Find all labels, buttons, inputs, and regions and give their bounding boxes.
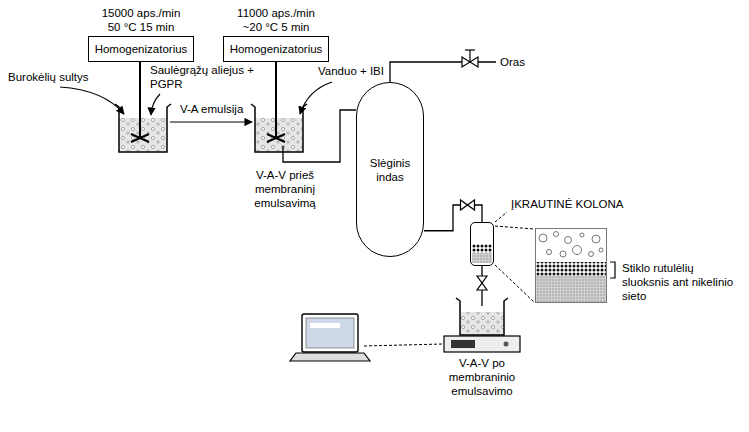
homogenizer-box: 11000 aps./min ~20 °C 5 minHomogenizator… <box>223 36 330 62</box>
transfer-arrow <box>170 121 252 122</box>
input-label: Vanduo + IBI <box>318 64 390 78</box>
collecting-beaker <box>456 298 508 335</box>
feed-arrow <box>60 87 124 114</box>
droplet <box>565 237 572 244</box>
laptop <box>290 314 370 361</box>
valve-symbol <box>477 276 487 290</box>
droplet <box>573 246 582 255</box>
bracket <box>610 262 615 278</box>
homogenizer-box: 15000 aps./min 50 °C 15 minHomogenizator… <box>88 36 195 62</box>
detail-label: Stiklo rutulėlių sluoksnis ant nikelinio… <box>622 261 740 303</box>
droplet <box>599 248 603 252</box>
vessel-label: Slėginis indas <box>361 156 419 184</box>
feed-pipe <box>283 110 356 162</box>
droplet <box>547 250 552 255</box>
box-label: Homogenizatorius <box>230 42 323 56</box>
operating-conditions: 11000 aps./min ~20 °C 5 min <box>230 6 322 34</box>
feed-arrow <box>300 82 332 114</box>
stirrer-shaft <box>267 62 285 142</box>
input-label: Burokėlių sultys <box>8 70 98 84</box>
feed-arrow <box>151 94 160 115</box>
packed-column: ĮKRAUTINĖ KOLONA <box>470 222 494 266</box>
droplet <box>560 251 566 257</box>
valve-symbol <box>462 50 478 67</box>
air-line <box>390 62 496 82</box>
data-cable <box>364 344 443 346</box>
column-detail: Stiklo rutulėlių sluoksnis ant nikelinio… <box>535 228 607 303</box>
stream-label: V-A-V po membraninio emulsavimo <box>432 356 532 398</box>
bead-bed <box>472 244 492 253</box>
droplet <box>580 233 584 237</box>
column-detail-illustration <box>536 232 606 303</box>
stirrer-shaft <box>131 62 149 142</box>
droplet <box>589 252 594 257</box>
balance <box>444 336 520 352</box>
column-label: ĮKRAUTINĖ KOLONA <box>511 197 636 211</box>
stream-label: V-A-V prieš membraninį emulsavimą <box>236 168 334 210</box>
mixing-beaker <box>115 104 171 152</box>
droplet <box>592 235 600 243</box>
mixing-beaker <box>251 104 307 152</box>
box-label: Homogenizatorius <box>95 42 188 56</box>
zoom-line <box>495 265 534 302</box>
valve-symbol <box>461 200 475 210</box>
operating-conditions: 15000 aps./min 50 °C 15 min <box>95 6 187 34</box>
stream-label: V-A emulsija <box>180 102 252 116</box>
input-label: Oras <box>500 55 540 69</box>
pressure-vessel: Slėginis indas <box>356 82 424 257</box>
leader-line <box>495 212 507 222</box>
input-label: Saulėgrąžų aliejus + PGPR <box>150 63 268 91</box>
droplet <box>554 232 559 237</box>
mesh-support <box>472 253 492 263</box>
droplet <box>539 234 547 242</box>
zoom-line <box>495 226 534 229</box>
